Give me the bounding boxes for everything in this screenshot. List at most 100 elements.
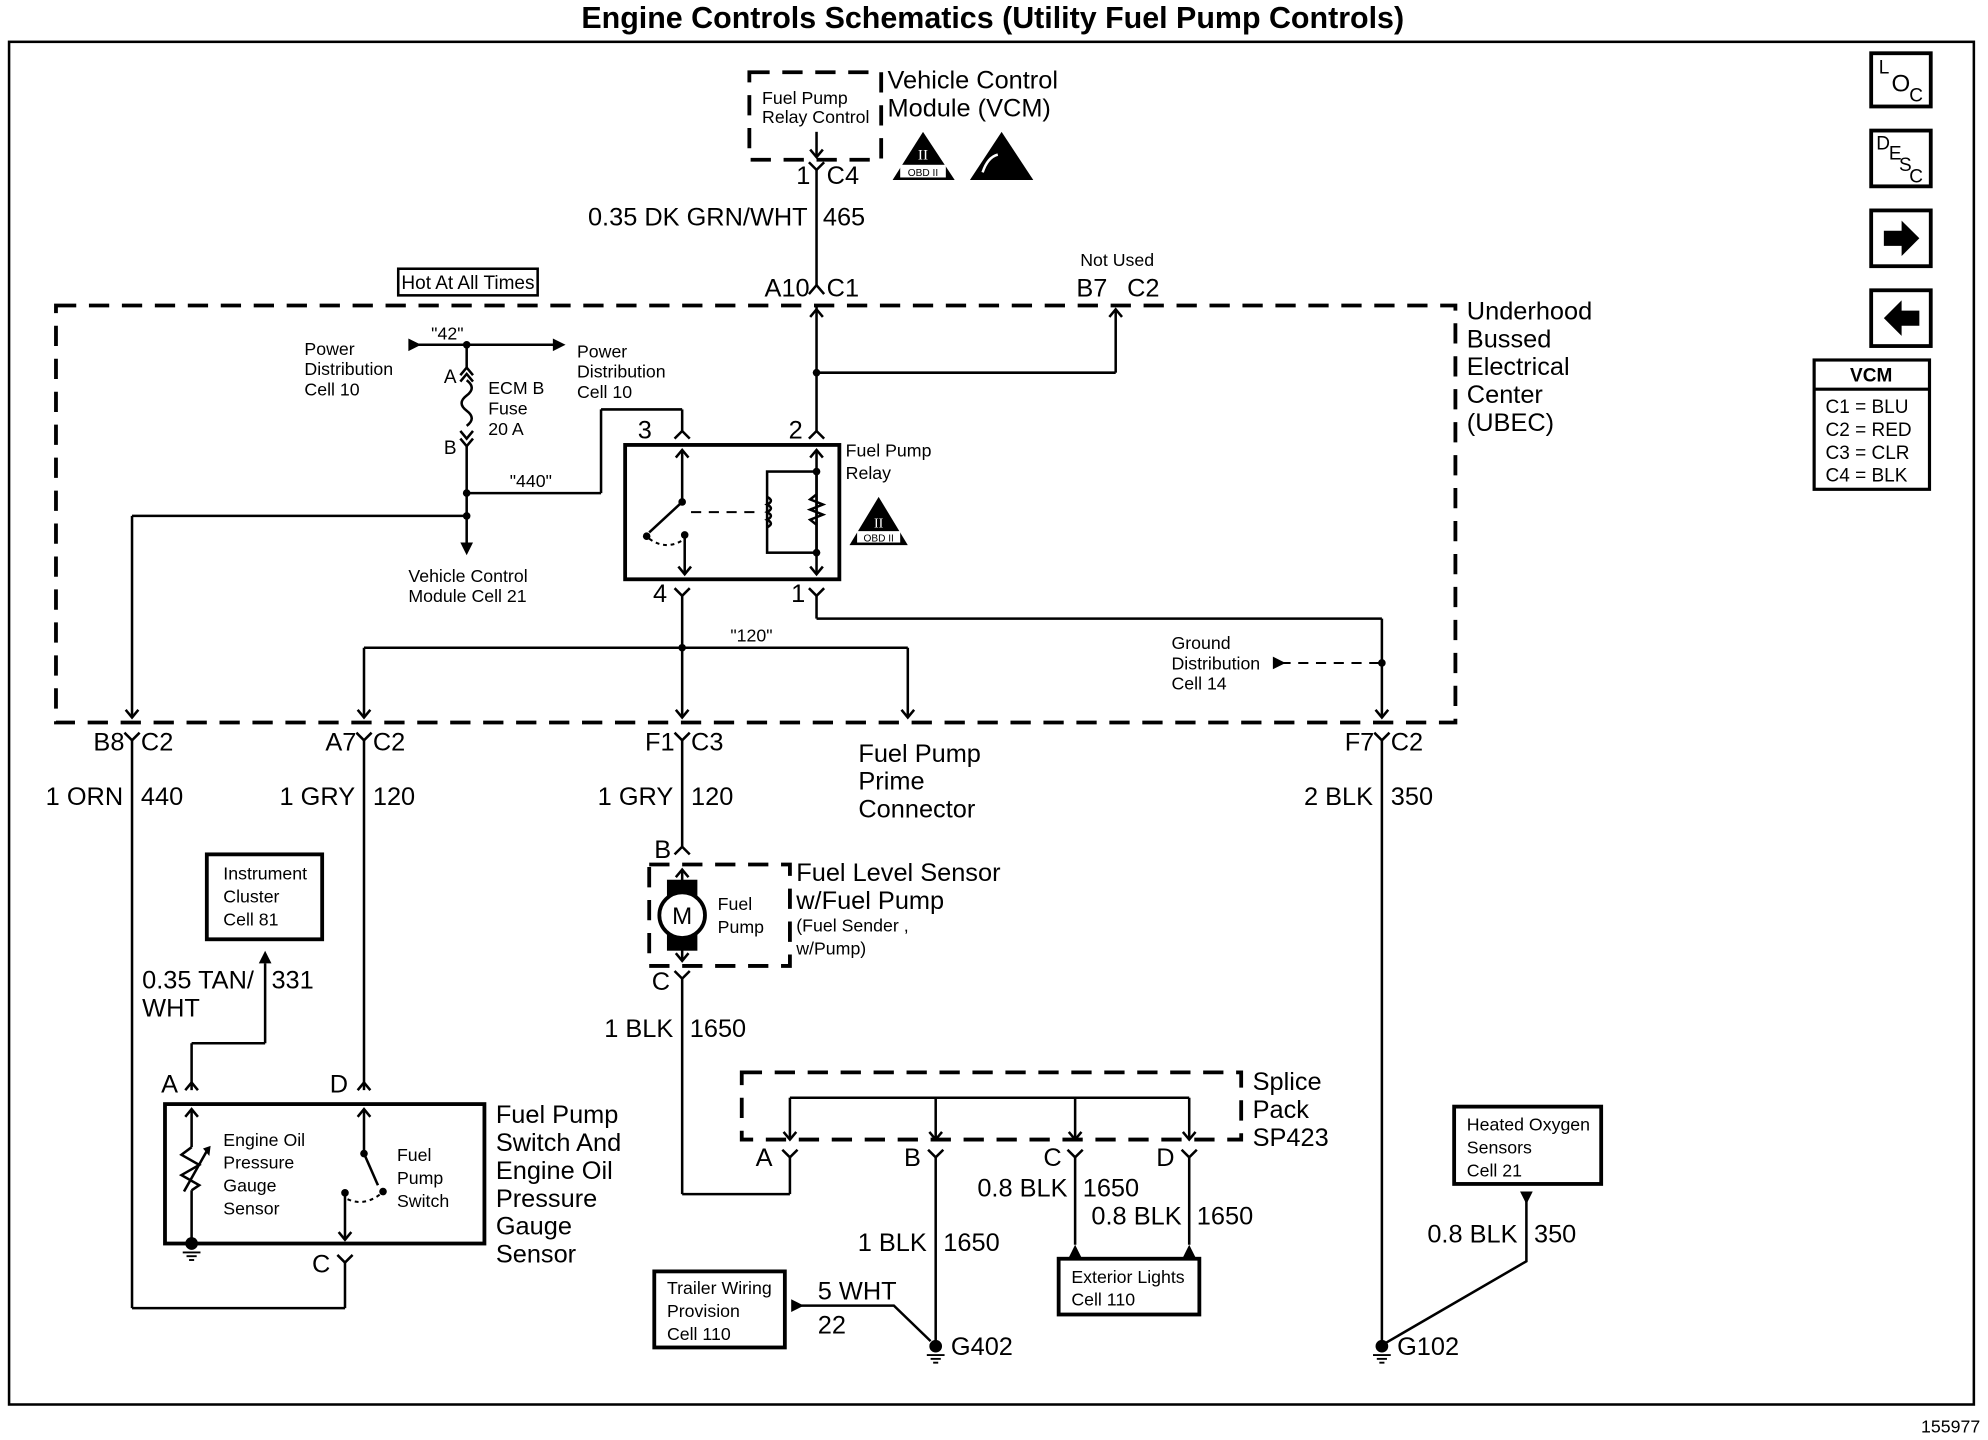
svg-text:Splice: Splice — [1253, 1068, 1322, 1096]
svg-text:C2: C2 — [1391, 728, 1423, 756]
svg-text:Pack: Pack — [1253, 1096, 1310, 1124]
svg-text:1: 1 — [796, 162, 810, 190]
svg-text:w/Pump): w/Pump) — [795, 939, 866, 959]
svg-text:Vehicle Control: Vehicle Control — [408, 566, 527, 586]
exterior-lights-box: Exterior Lights Cell 110 — [1056, 1256, 1202, 1317]
svg-text:Bussed: Bussed — [1467, 325, 1552, 353]
svg-text:Cell 81: Cell 81 — [223, 909, 278, 929]
wire-465-circuit: 465 — [823, 204, 865, 232]
svg-text:B7: B7 — [1076, 275, 1107, 303]
svg-text:OBD II: OBD II — [863, 533, 893, 544]
svg-text:C: C — [652, 968, 670, 996]
svg-text:Electrical: Electrical — [1467, 353, 1570, 381]
svg-text:0.35 TAN/: 0.35 TAN/ — [142, 967, 255, 995]
svg-text:Engine Oil: Engine Oil — [223, 1130, 305, 1150]
svg-text:Prime: Prime — [858, 768, 924, 796]
svg-text:F1: F1 — [645, 728, 675, 756]
svg-text:II: II — [874, 516, 884, 531]
svg-text:4: 4 — [653, 580, 667, 608]
svg-text:2: 2 — [789, 417, 803, 445]
svg-text:Power: Power — [304, 339, 354, 359]
svg-text:120: 120 — [373, 783, 415, 811]
svg-text:1650: 1650 — [1197, 1203, 1253, 1231]
svg-text:Pump: Pump — [397, 1168, 443, 1188]
svg-text:A: A — [444, 367, 457, 388]
svg-text:1 ORN: 1 ORN — [46, 783, 123, 811]
svg-text:VCM: VCM — [1850, 366, 1892, 387]
svg-text:C: C — [1909, 167, 1923, 188]
fuel-pump-switch-assembly: A D Engine Oil Pressure Gauge Sensor Fue… — [161, 1071, 621, 1279]
svg-text:B: B — [904, 1144, 921, 1172]
svg-text:A7: A7 — [325, 728, 356, 756]
svg-text:E: E — [1889, 144, 1902, 165]
ground-icon — [182, 1251, 201, 1261]
svg-text:1650: 1650 — [690, 1015, 746, 1043]
svg-text:Gauge: Gauge — [496, 1213, 572, 1241]
heated-oxygen-sensors-box: Heated Oxygen Sensors Cell 21 — [1452, 1104, 1604, 1186]
svg-text:L: L — [1879, 58, 1890, 79]
svg-text:F7: F7 — [1345, 728, 1375, 756]
svg-text:C1: C1 — [827, 275, 859, 303]
svg-text:Instrument: Instrument — [223, 864, 307, 884]
svg-text:WHT: WHT — [142, 995, 200, 1023]
svg-text:B: B — [444, 438, 457, 459]
input-arrow-icon — [408, 338, 422, 352]
wire-465-label: 0.35 DK GRN/WHT — [588, 204, 808, 232]
svg-text:(UBEC): (UBEC) — [1467, 409, 1554, 437]
svg-text:S: S — [1899, 155, 1912, 176]
svg-text:5 WHT: 5 WHT — [818, 1277, 897, 1305]
svg-text:0.8 BLK: 0.8 BLK — [1091, 1203, 1181, 1231]
svg-text:A: A — [756, 1144, 773, 1172]
svg-text:22: 22 — [818, 1312, 846, 1340]
svg-text:Cell 110: Cell 110 — [1071, 1290, 1135, 1310]
svg-text:Switch And: Switch And — [496, 1129, 621, 1157]
svg-text:1650: 1650 — [943, 1229, 999, 1257]
svg-text:Sensors: Sensors — [1467, 1138, 1532, 1158]
ground-g102: G102 — [1373, 1333, 1459, 1364]
svg-text:B: B — [654, 836, 671, 864]
esd-warning-icon — [969, 131, 1034, 180]
splice-pack-sp423: A B C D Splice Pack SP423 — [739, 1068, 1329, 1172]
output-arrow-icon — [552, 338, 566, 352]
svg-text:Heated Oxygen: Heated Oxygen — [1467, 1115, 1590, 1135]
prev-page-button[interactable] — [1869, 288, 1933, 348]
svg-text:A10: A10 — [765, 275, 810, 303]
svg-text:Ground: Ground — [1171, 633, 1230, 653]
svg-text:Relay: Relay — [846, 463, 891, 483]
svg-text:Connector: Connector — [858, 796, 975, 824]
svg-text:M: M — [672, 903, 692, 930]
svg-text:Gauge: Gauge — [223, 1176, 276, 1196]
svg-text:Exterior Lights: Exterior Lights — [1071, 1267, 1184, 1287]
svg-text:440: 440 — [141, 783, 183, 811]
svg-text:C3: C3 — [691, 728, 723, 756]
svg-text:D: D — [330, 1071, 348, 1099]
connector-f1: F1 C3 1 GRY 120 — [598, 728, 734, 811]
svg-text:Sensor: Sensor — [496, 1241, 577, 1269]
svg-text:Pressure: Pressure — [496, 1185, 597, 1213]
svg-text:Cell 14: Cell 14 — [1171, 674, 1226, 694]
svg-text:D: D — [1876, 134, 1890, 155]
desc-button[interactable]: D E S C — [1869, 128, 1933, 189]
svg-text:C: C — [1043, 1144, 1061, 1172]
svg-text:D: D — [1156, 1144, 1174, 1172]
svg-text:0.8 BLK: 0.8 BLK — [977, 1175, 1067, 1203]
svg-text:C2: C2 — [373, 728, 405, 756]
trailer-wiring-box: Trailer Wiring Provision Cell 110 — [652, 1269, 787, 1350]
obd-ii-icon: OBD II II — [849, 496, 908, 546]
svg-text:Fuel: Fuel — [718, 894, 753, 914]
loc-button[interactable]: L O C — [1869, 51, 1933, 109]
svg-text:OBD II: OBD II — [908, 168, 938, 179]
svg-text:1650: 1650 — [1083, 1175, 1139, 1203]
svg-text:Fuel Pump: Fuel Pump — [846, 440, 932, 460]
svg-text:Switch: Switch — [397, 1191, 449, 1211]
svg-text:Provision: Provision — [667, 1301, 740, 1321]
next-page-button[interactable] — [1869, 208, 1933, 269]
fuel-level-sensor: B M Fuel Pump Fuel Level Sensor w/Fuel P… — [647, 836, 1001, 996]
svg-text:Sensor: Sensor — [223, 1198, 279, 1218]
svg-text:1 BLK: 1 BLK — [604, 1015, 673, 1043]
svg-text:Vehicle Control: Vehicle Control — [888, 67, 1058, 95]
prime-connector-label: Fuel Pump — [858, 740, 981, 768]
ubec-box: Underhood Bussed Electrical Center (UBEC… — [54, 297, 1592, 725]
svg-text:Distribution: Distribution — [304, 359, 393, 379]
